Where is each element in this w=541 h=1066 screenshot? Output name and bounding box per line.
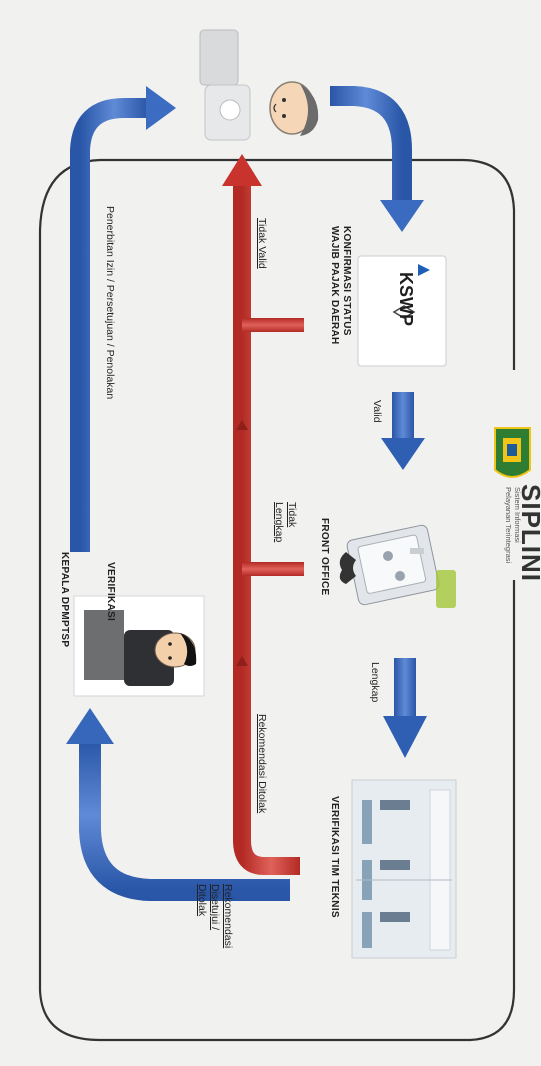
flow-label-tidak-2: Lengkap xyxy=(273,502,285,543)
red-return-head xyxy=(222,154,262,186)
tim-teknis-label: VERIFIKASI TIM TEKNIS xyxy=(329,796,340,918)
arrow-applicant-to-kswp xyxy=(330,86,412,200)
red-return-main xyxy=(233,176,300,875)
flow-label-lengkap: Lengkap xyxy=(369,662,381,703)
arrow-valid-shaft xyxy=(392,392,414,438)
flow-label-tidak-1: Tidak xyxy=(286,502,298,528)
flow-label-rekomendasi-ditolak: Rekomendasi Ditolak xyxy=(256,714,268,814)
arrow-head-to-kswp xyxy=(380,200,424,232)
flow-label-rek-3: Ditolak xyxy=(196,884,208,917)
arrow-lengkap-head xyxy=(383,716,427,758)
kswp-label-line1: KONFIRMASI STATUS xyxy=(341,226,352,336)
arrow-rekomendasi-head xyxy=(66,708,114,744)
tim-teknis-meeting-image xyxy=(351,779,457,959)
flow-label-tidak-valid: Tidak Valid xyxy=(256,218,268,269)
arrow-lengkap-shaft xyxy=(394,658,416,718)
kepala-dpmptsp-icon xyxy=(73,595,205,697)
applicant-user-icon xyxy=(199,29,319,141)
logo-subtitle-2: Pelayanan Terintegrasi xyxy=(504,487,513,564)
kepala-label-line2: KEPALA DPMPTSP xyxy=(59,552,70,648)
kswp-label-line2: WAJIB PAJAK DAERAH xyxy=(329,226,340,345)
arrow-rekomendasi-return xyxy=(79,740,290,901)
red-junction-marker xyxy=(236,420,248,430)
kswp-logo-box xyxy=(357,255,447,367)
arrow-penerbitan xyxy=(70,98,148,552)
arrow-valid-head xyxy=(381,438,425,470)
front-office-label: FRONT OFFICE xyxy=(319,518,330,596)
red-branch-tidak-lengkap xyxy=(242,562,304,576)
arrow-penerbitan-head xyxy=(146,86,176,130)
siplini-logo xyxy=(494,427,531,478)
red-junction-marker-2 xyxy=(236,656,248,666)
kswp-logo-text: KSWP xyxy=(396,272,416,326)
logo-subtitle-1: Sistem Informasi xyxy=(513,487,522,543)
flow-label-rek-1: Rekomendasi xyxy=(222,884,234,949)
flow-label-valid: Valid xyxy=(371,400,383,423)
front-office-icon xyxy=(339,524,456,608)
diagram-frame xyxy=(38,158,516,1042)
flow-label-penerbitan: Penerbitan Izin / Persetujuan / Penolaka… xyxy=(104,206,116,400)
kepala-label-line1: VERIFIKASI xyxy=(105,562,116,622)
flow-label-rek-2: Disetujui / xyxy=(209,884,221,931)
red-branch-tidak-valid xyxy=(242,318,304,332)
